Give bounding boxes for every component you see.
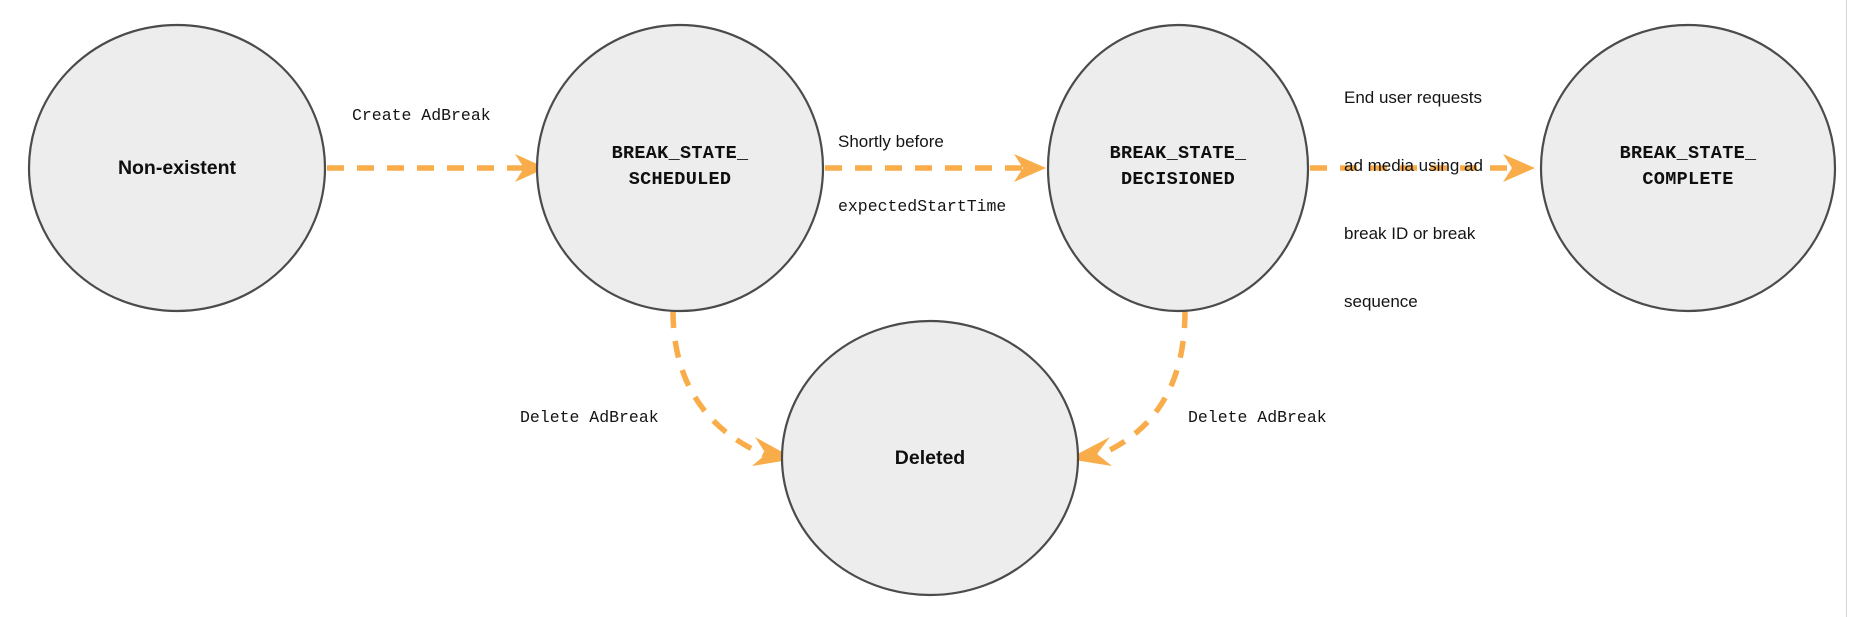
node-break-state-scheduled[interactable] — [535, 23, 825, 313]
node-break-state-decisioned[interactable] — [1046, 23, 1310, 313]
edge-label-line-3: break ID or break — [1344, 223, 1476, 243]
edge-label-shortly-before-expected-start-time: Shortly before expectedStartTime — [838, 88, 1006, 260]
edge-create-adbreak-arrowhead — [515, 154, 546, 182]
edge-create-adbreak[interactable] — [327, 154, 546, 182]
node-non-existent[interactable] — [27, 23, 327, 313]
edge-delete-from-scheduled-path — [670, 310, 773, 461]
edge-label-line-1: Shortly before — [838, 131, 944, 151]
edge-delete-from-decisioned-path — [1091, 310, 1188, 461]
edge-label-line-2: ad media using ad — [1344, 156, 1483, 176]
edge-label-create-adbreak: Create AdBreak — [352, 106, 491, 125]
edge-delete-adbreak-from-scheduled[interactable] — [670, 310, 795, 466]
edge-delete-adbreak-from-decisioned[interactable] — [1068, 310, 1188, 466]
edge-label-line-1: End user requests — [1344, 88, 1482, 108]
edge-end-user-requests-ad-media[interactable] — [1310, 154, 1535, 182]
edge-label-delete-adbreak-from-scheduled: Delete AdBreak — [520, 408, 659, 427]
edge-shortly-before-expected-start-time[interactable] — [825, 154, 1046, 182]
edge-label-delete-adbreak-from-decisioned: Delete AdBreak — [1188, 408, 1327, 427]
panel-right-border — [1846, 0, 1847, 617]
node-deleted[interactable] — [780, 319, 1080, 597]
edge-shortly-before-arrowhead — [1014, 154, 1046, 182]
edge-label-line-2: expectedStartTime — [838, 196, 1007, 216]
edge-end-user-requests-arrowhead — [1503, 154, 1535, 182]
node-break-state-complete[interactable] — [1539, 23, 1837, 313]
edge-label-end-user-requests-ad-media: End user requests ad media using ad brea… — [1344, 42, 1483, 359]
edge-label-line-4: sequence — [1344, 291, 1418, 311]
